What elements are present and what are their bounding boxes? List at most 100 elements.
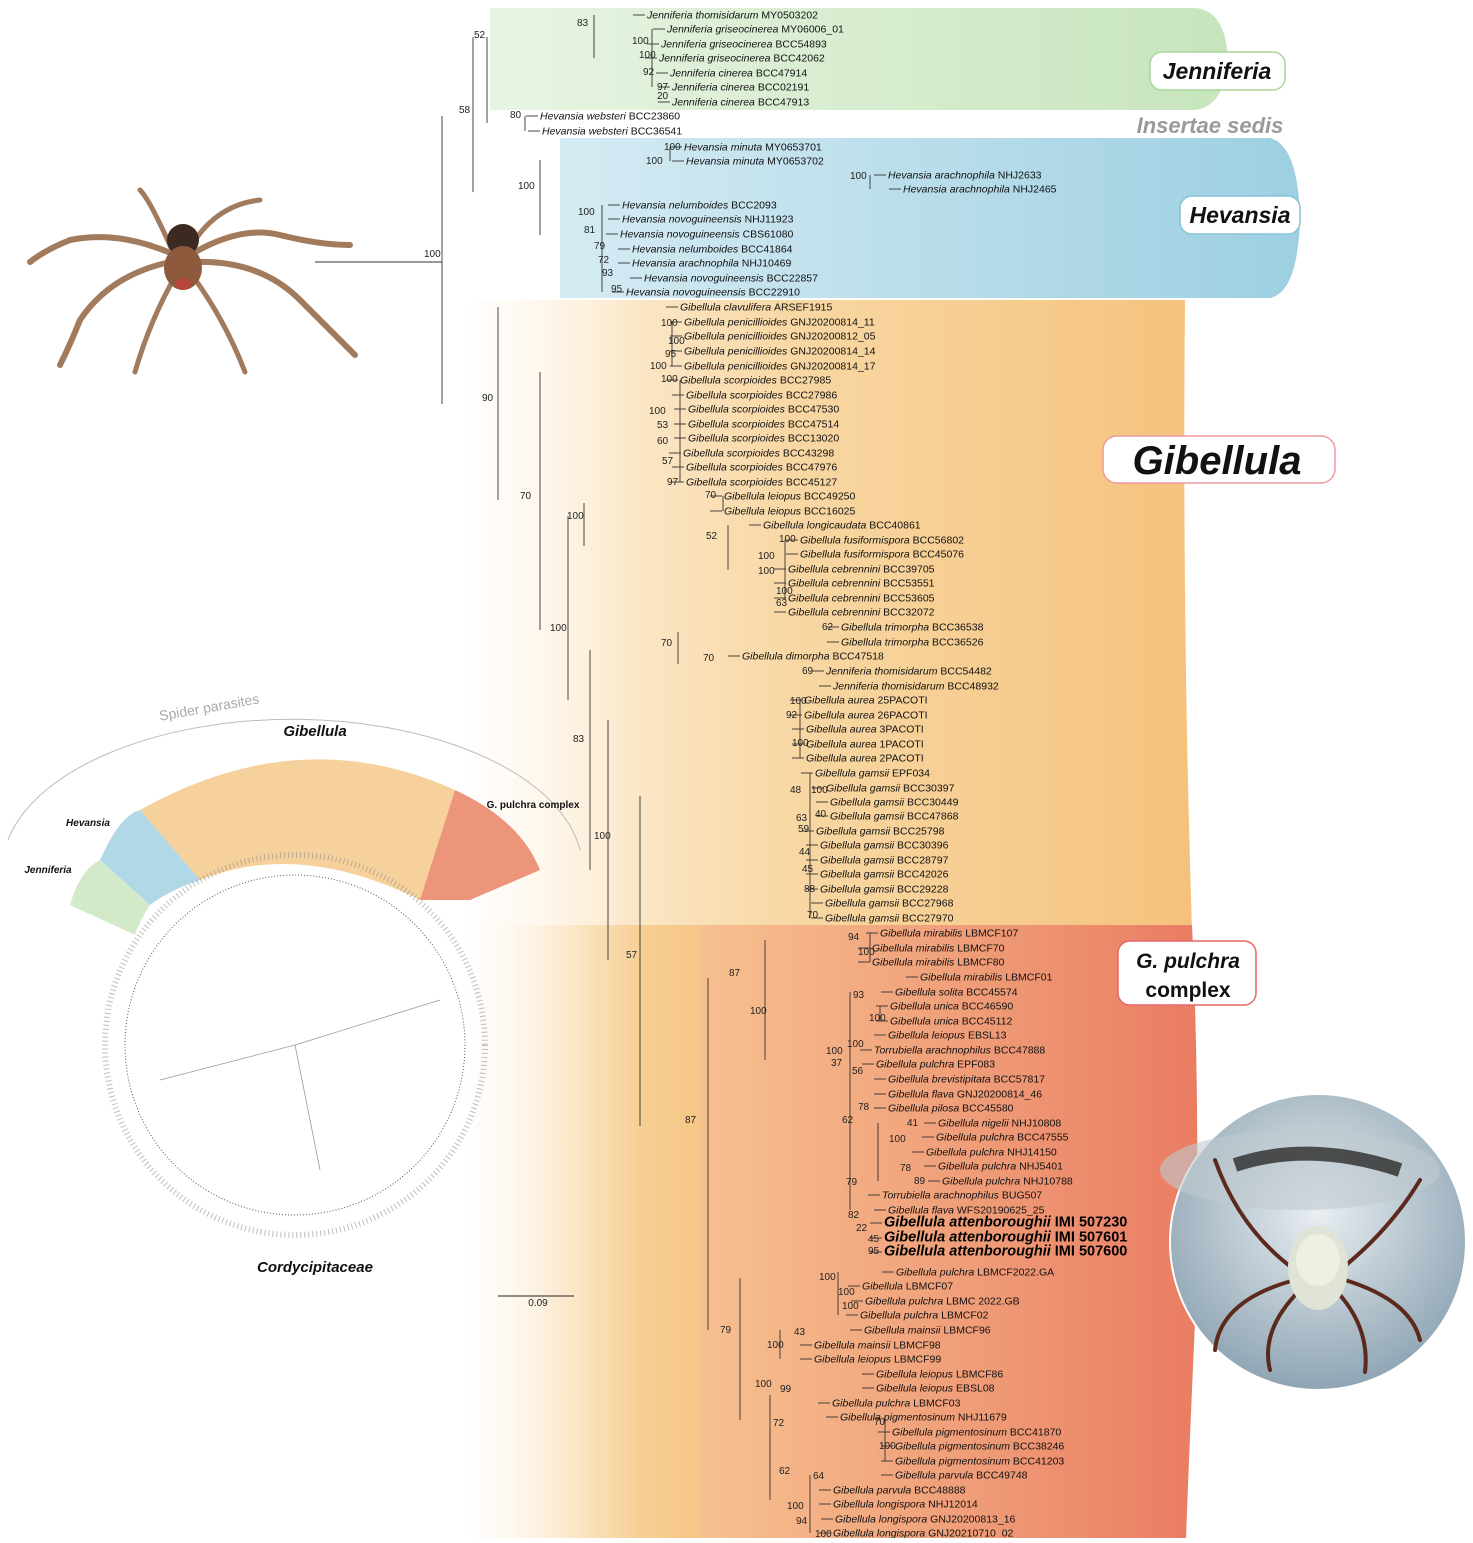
support-value-16: 79 (594, 241, 606, 252)
pulchra-label-line1: G. pulchra (1136, 950, 1240, 973)
tip-label-31: Gibellula scorpioides BCC47976 (686, 462, 837, 474)
tip-label-29: Gibellula scorpioides BCC13020 (688, 433, 839, 445)
support-value-14: 100 (578, 207, 595, 218)
tip-label-78: Gibellula pulchra NHJ14150 (926, 1147, 1057, 1159)
tip-label-56: Gibellula gamsii BCC25798 (816, 826, 945, 838)
tip-label-88: Gibellula pulchra LBMC 2022.GB (865, 1296, 1020, 1308)
tip-label-1: Jenniferia griseocinerea MY06006_01 (666, 24, 844, 36)
support-value-20: 100 (661, 318, 678, 329)
tip-label-89: Gibellula pulchra LBMCF02 (860, 1310, 989, 1322)
hevansia-label: Hevansia (1189, 202, 1290, 228)
support-value-93: 62 (779, 1466, 791, 1477)
support-value-79: 45 (868, 1234, 880, 1245)
support-value-29: 97 (667, 477, 679, 488)
tip-label-42: Gibellula trimorpha BCC36538 (841, 622, 984, 634)
tip-label-104: Gibellula longispora GNJ20210710_02 (833, 1528, 1014, 1539)
tip-label-86: Gibellula pulchra LBMCF2022.GA (896, 1267, 1054, 1279)
support-value-87: 43 (794, 1327, 806, 1338)
support-value-55: 45 (802, 864, 814, 875)
tip-label-32: Gibellula scorpioides BCC45127 (686, 477, 837, 489)
tip-label-92: Gibellula leiopus LBMCF99 (814, 1354, 941, 1366)
tip-label-81: Torrubiella arachnophilus BUG507 (882, 1190, 1042, 1202)
support-value-52: 40 (815, 809, 827, 820)
support-value-17: 72 (598, 255, 610, 266)
tip-label-96: Gibellula pigmentosinum NHJ11679 (840, 1412, 1007, 1424)
tip-label-73: Gibellula brevistipitata BCC57817 (888, 1074, 1045, 1086)
support-value-23: 100 (650, 361, 667, 372)
support-value-83: 100 (838, 1287, 855, 1298)
support-value-3: 100 (639, 50, 656, 61)
support-value-49: 48 (790, 785, 802, 796)
support-value-56: 88 (804, 884, 816, 895)
tip-label-95: Gibellula pulchra LBMCF03 (832, 1398, 961, 1410)
tip-label-20: Gibellula clavulifera ARSEF1915 (680, 302, 832, 314)
support-value-51: 63 (796, 813, 808, 824)
support-value-6: 20 (657, 91, 669, 102)
tip-label-6: Jenniferia cinerea BCC47913 (671, 97, 809, 109)
tip-label-34: Gibellula leiopus BCC16025 (724, 506, 855, 518)
support-value-44: 69 (802, 666, 814, 677)
support-value-36: 100 (758, 551, 775, 562)
tip-label-80: Gibellula pulchra NHJ10788 (942, 1176, 1073, 1188)
tip-label-59: Gibellula gamsii BCC42026 (820, 869, 949, 881)
inset-jenniferia-label: Jenniferia (24, 865, 72, 876)
tip-label-79: Gibellula pulchra NHJ5401 (938, 1161, 1063, 1173)
tip-label-65: Gibellula mirabilis LBMCF80 (872, 957, 1005, 969)
support-value-4: 92 (643, 67, 655, 78)
tip-label-57: Gibellula gamsii BCC30396 (820, 840, 949, 852)
tip-label-76: Gibellula nigelii NHJ10808 (938, 1118, 1061, 1130)
tip-label-58: Gibellula gamsii BCC28797 (820, 855, 949, 867)
support-value-69: 56 (852, 1066, 864, 1077)
support-value-72: 41 (907, 1118, 919, 1129)
support-value-65: 100 (869, 1013, 886, 1024)
tip-label-35: Gibellula longicaudata BCC40861 (763, 520, 921, 532)
support-value-15: 81 (584, 225, 596, 236)
support-value-2: 100 (632, 36, 649, 47)
tip-label-44: Gibellula dimorpha BCC47518 (742, 651, 884, 663)
support-value-41: 100 (550, 623, 567, 634)
tip-label-49: Gibellula aurea 3PACOTI (806, 724, 924, 736)
support-value-96: 94 (796, 1516, 808, 1527)
support-value-31: 70 (520, 491, 532, 502)
support-value-35: 100 (779, 534, 796, 545)
support-value-53: 59 (798, 824, 810, 835)
support-value-43: 70 (703, 653, 715, 664)
tip-label-75: Gibellula pilosa BCC45580 (888, 1103, 1014, 1115)
tip-label-66: Gibellula mirabilis LBMCF01 (920, 972, 1053, 984)
tip-label-39: Gibellula cebrennini BCC53551 (788, 578, 935, 590)
support-value-92: 100 (879, 1441, 896, 1452)
tip-label-28: Gibellula scorpioides BCC47514 (688, 419, 839, 431)
tip-label-45: Jenniferia thomisidarum BCC54482 (825, 666, 992, 678)
tip-label-12: Hevansia arachnophila NHJ2465 (903, 184, 1057, 196)
support-value-97: 100 (815, 1529, 832, 1538)
tip-label-43: Gibellula trimorpha BCC36526 (841, 637, 984, 649)
tip-label-13: Hevansia nelumboides BCC2093 (622, 200, 777, 212)
tip-label-36: Gibellula fusiformispora BCC56802 (800, 535, 964, 547)
support-value-32: 70 (705, 490, 717, 501)
support-value-24: 100 (661, 374, 678, 385)
support-value-10: 100 (646, 156, 663, 167)
support-value-37: 100 (758, 566, 775, 577)
tip-label-21: Gibellula penicillioides GNJ20200814_11 (684, 317, 875, 329)
support-value-21: 100 (668, 336, 685, 347)
support-value-63: 100 (750, 1006, 767, 1017)
support-value-46: 92 (786, 710, 798, 721)
support-value-85: 79 (720, 1325, 732, 1336)
scale-bar-label: 0.09 (528, 1298, 548, 1309)
support-value-78: 22 (856, 1223, 868, 1234)
support-value-54: 44 (799, 847, 811, 858)
support-value-1: 83 (577, 18, 589, 29)
tip-label-5: Jenniferia cinerea BCC02191 (671, 82, 809, 94)
tip-label-33: Gibellula leiopus BCC49250 (724, 491, 855, 503)
tip-label-97: Gibellula pigmentosinum BCC41870 (892, 1427, 1061, 1439)
tip-label-61: Gibellula gamsii BCC27968 (825, 898, 954, 910)
inset-arc-label: Spider parasites (158, 690, 260, 723)
tip-label-0: Jenniferia thomisidarum MY0503202 (646, 10, 818, 22)
support-value-67: 100 (847, 1039, 864, 1050)
tip-label-62: Gibellula gamsii BCC27970 (825, 913, 954, 925)
support-value-39: 63 (776, 598, 788, 609)
tip-label-71: Torrubiella arachnophilus BCC47888 (874, 1045, 1045, 1057)
support-value-25: 100 (649, 406, 666, 417)
support-value-8: 80 (510, 110, 522, 121)
tip-label-91: Gibellula mainsii LBMCF98 (814, 1340, 941, 1352)
